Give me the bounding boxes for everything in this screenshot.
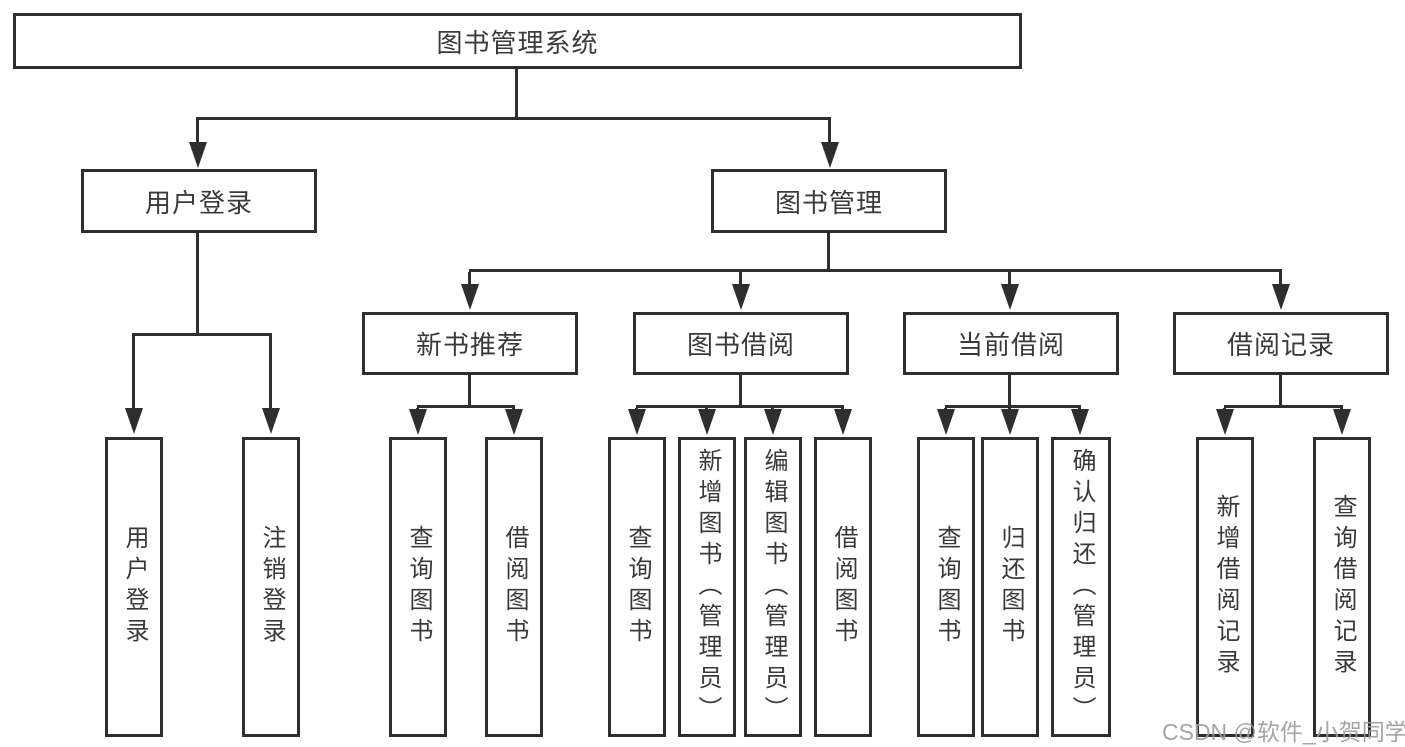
connector-hline [636,405,844,408]
node-label: 编辑图书（管理员） [760,447,787,727]
arrowhead-down-icon [1272,284,1290,310]
leaf-current-query-books: 查询图书 [917,437,975,737]
node-label: 图书借阅 [686,330,795,360]
node-book-management: 图书管理 [711,169,947,233]
node-current-borrow: 当前借阅 [903,312,1119,375]
leaf-add-borrow-record: 新增借阅记录 [1196,437,1254,737]
node-label: 新书推荐 [415,330,524,360]
arrowhead-down-icon [1001,284,1019,310]
node-label: 借阅图书 [830,525,857,649]
arrow-shaft [1279,272,1282,288]
arrowhead-down-icon [125,408,143,434]
leaf-query-borrow-record: 查询借阅记录 [1313,437,1371,737]
arrowhead-down-icon [461,284,479,310]
arrowhead-down-icon [834,409,852,435]
node-new-book-recommend: 新书推荐 [362,312,578,375]
node-label: 图书管理系统 [436,27,599,58]
arrow-shaft [196,120,199,146]
arrow-shaft [1008,272,1011,288]
arrowhead-down-icon [732,284,750,310]
leaf-user-login: 用户登录 [105,437,163,737]
node-borrow-records: 借阅记录 [1173,312,1389,375]
node-label: 归还图书 [997,525,1024,649]
leaf-logout: 注销登录 [242,437,300,737]
node-label: 新增图书（管理员） [694,447,721,727]
arrowhead-down-icon [821,142,839,168]
connector-hline [945,405,1081,408]
connector-hline [1224,405,1343,408]
leaf-edit-books-admin: 编辑图书（管理员） [744,437,802,737]
connector-hline [417,405,515,408]
arrowhead-down-icon [628,409,646,435]
arrow-shaft [739,272,742,288]
arrowhead-down-icon [698,409,716,435]
node-label: 注销登录 [258,525,285,649]
connector-hline [469,269,1282,272]
arrowhead-down-icon [189,142,207,168]
leaf-add-books-admin: 新增图书（管理员） [678,437,736,737]
node-label: 查询图书 [405,525,432,649]
node-library-management-system: 图书管理系统 [13,13,1022,69]
arrowhead-down-icon [1071,409,1089,435]
node-label: 借阅图书 [501,525,528,649]
node-user-login: 用户登录 [81,169,317,233]
arrow-shaft [468,272,471,288]
node-label: 图书管理 [774,187,883,218]
arrowhead-down-icon [1216,409,1234,435]
node-label: 查询图书 [624,525,651,649]
leaf-borrow-query-books: 查询图书 [608,437,666,737]
node-label: 确认归还（管理员） [1068,447,1095,727]
arrowhead-down-icon [937,409,955,435]
node-label: 新增借阅记录 [1212,494,1239,680]
leaf-borrow-books: 借阅图书 [814,437,872,737]
arrow-shaft [828,120,831,146]
node-label: 用户登录 [121,525,148,649]
node-book-borrow: 图书借阅 [633,312,849,375]
arrowhead-down-icon [409,409,427,435]
node-label: 当前借阅 [956,330,1065,360]
connector-vline [1008,375,1011,408]
connector-vline [515,69,518,120]
connector-vline [196,233,199,336]
arrowhead-down-icon [1333,409,1351,435]
node-label: 查询图书 [933,525,960,649]
arrow-shaft [132,336,135,412]
connector-vline [739,375,742,408]
connector-vline [468,375,471,408]
leaf-recommend-borrow-books: 借阅图书 [485,437,543,737]
connector-vline [1279,375,1282,408]
arrowhead-down-icon [1001,409,1019,435]
node-label: 用户登录 [144,187,253,218]
arrowhead-down-icon [505,409,523,435]
arrowhead-down-icon [262,408,280,434]
csdn-watermark: CSDN @软件_小贺同学 [1162,719,1405,745]
arrowhead-down-icon [764,409,782,435]
leaf-recommend-query-books: 查询图书 [389,437,447,737]
connector-hline [196,117,831,120]
leaf-confirm-return-admin: 确认归还（管理员） [1051,437,1111,737]
connector-vline [827,233,830,272]
node-label: 查询借阅记录 [1329,494,1356,680]
leaf-return-books: 归还图书 [981,437,1039,737]
arrow-shaft [269,336,272,412]
node-label: 借阅记录 [1226,330,1335,360]
connector-hline [132,333,272,336]
